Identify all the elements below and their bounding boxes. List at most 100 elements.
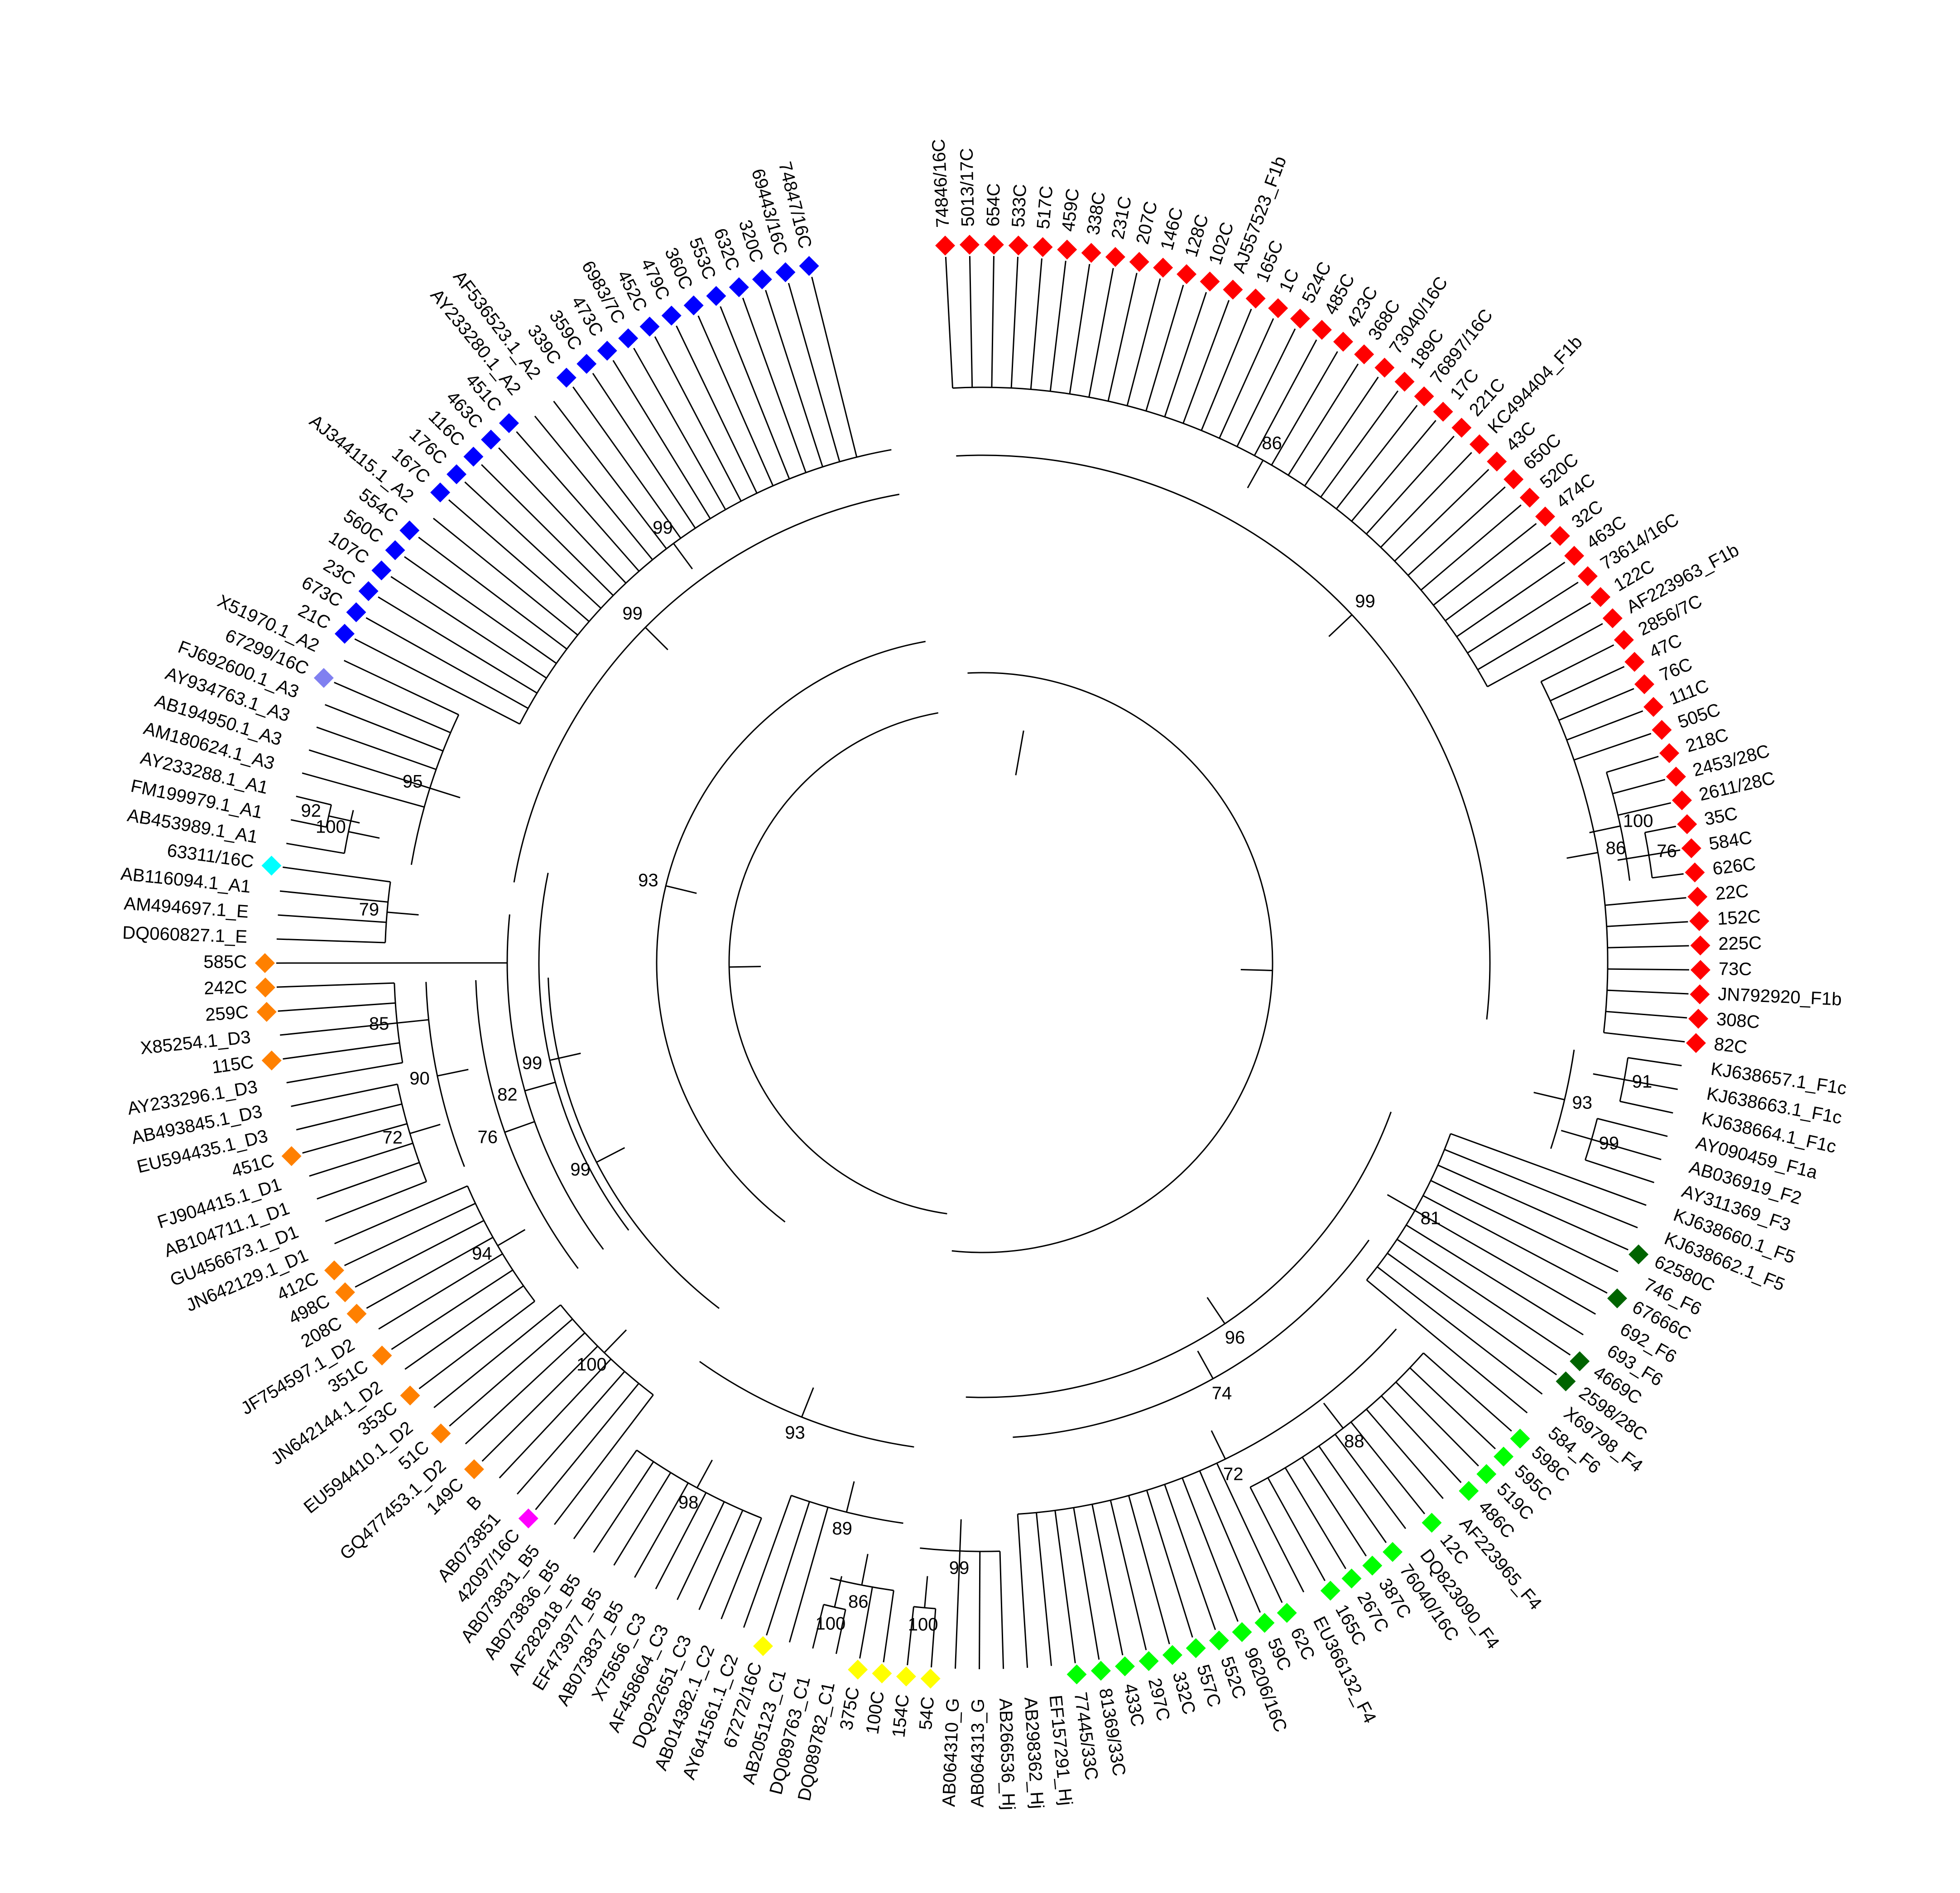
tip-branch bbox=[1624, 1079, 1678, 1090]
tip-branch bbox=[1487, 623, 1603, 688]
tip-marker bbox=[1459, 1481, 1479, 1501]
bootstrap-value: 89 bbox=[832, 1519, 852, 1539]
tip-label: X85254.1_D3 bbox=[139, 1027, 252, 1058]
tip-branch bbox=[859, 1587, 873, 1659]
tip-marker bbox=[499, 413, 519, 434]
tip-marker bbox=[1690, 935, 1710, 956]
clade-arc bbox=[951, 672, 1273, 1253]
tip-marker bbox=[1602, 608, 1623, 628]
clade-stem bbox=[429, 787, 461, 799]
tip-branch bbox=[1605, 897, 1686, 906]
tip-branch bbox=[1422, 1195, 1608, 1294]
tip-marker bbox=[324, 1260, 345, 1281]
tip-branch bbox=[633, 347, 726, 510]
tip-branch bbox=[698, 1510, 744, 1610]
bootstrap-value: 100 bbox=[816, 1614, 846, 1633]
tip-marker bbox=[872, 1663, 892, 1684]
tip-branch bbox=[1318, 1445, 1387, 1543]
clade-stem bbox=[596, 1147, 625, 1163]
tip-marker bbox=[1232, 1622, 1252, 1643]
clade-stem bbox=[497, 1229, 526, 1247]
tip-marker bbox=[1629, 1244, 1649, 1265]
tip-branch bbox=[1433, 523, 1537, 606]
tip-marker bbox=[1394, 371, 1415, 392]
tip-marker bbox=[399, 520, 420, 540]
bootstrap-value: 96 bbox=[1225, 1328, 1245, 1348]
bootstrap-value: 99 bbox=[1599, 1133, 1619, 1153]
tip-branch bbox=[811, 276, 858, 458]
tip-branch bbox=[325, 1181, 427, 1222]
tip-branch bbox=[498, 447, 627, 584]
tip-branch bbox=[404, 1285, 524, 1370]
tip-marker bbox=[597, 341, 617, 361]
tip-marker bbox=[556, 367, 576, 388]
tip-marker bbox=[1564, 546, 1585, 566]
tip-branch bbox=[280, 1022, 398, 1036]
tip-branch bbox=[290, 819, 327, 828]
clade-stem bbox=[409, 1123, 441, 1134]
tip-branch bbox=[308, 749, 430, 789]
bootstrap-value: 99 bbox=[1355, 591, 1375, 611]
bootstrap-value: 99 bbox=[570, 1160, 591, 1180]
tip-branch bbox=[1236, 328, 1296, 447]
clade-stem bbox=[1247, 460, 1264, 488]
bootstrap-value: 79 bbox=[359, 900, 380, 920]
tip-branch bbox=[1351, 420, 1436, 522]
tip-label: 22C bbox=[1715, 881, 1749, 904]
tip-branch bbox=[1558, 688, 1634, 721]
tip-branch bbox=[1088, 268, 1114, 398]
clade-stem bbox=[1617, 854, 1649, 861]
tip-branch bbox=[1550, 666, 1625, 702]
clade-arc bbox=[1644, 832, 1653, 878]
tip-branch bbox=[1146, 1490, 1193, 1638]
tip-branch bbox=[481, 464, 614, 596]
clade-stem bbox=[1197, 1350, 1214, 1379]
tip-marker bbox=[1690, 960, 1710, 980]
clade-stem bbox=[1328, 614, 1353, 637]
tip-marker bbox=[1057, 239, 1077, 260]
tip-marker bbox=[334, 624, 355, 644]
bootstrap-values: 9986861007691939981967488721009993899886… bbox=[301, 434, 1677, 1635]
tip-marker bbox=[1451, 418, 1472, 438]
tip-branch bbox=[743, 1495, 792, 1628]
tip-branch bbox=[344, 660, 459, 716]
tip-branch bbox=[448, 499, 590, 622]
tip-label: DQ060827.1_E bbox=[122, 923, 248, 947]
tip-branch bbox=[325, 704, 443, 752]
bootstrap-value: 93 bbox=[1572, 1093, 1592, 1113]
clade-arc bbox=[1585, 1118, 1598, 1161]
tip-branch bbox=[1467, 582, 1579, 654]
tip-branch bbox=[286, 1062, 403, 1084]
tip-label: 76C bbox=[1657, 654, 1695, 685]
tip-branch bbox=[655, 1492, 707, 1590]
tip-marker bbox=[1570, 1351, 1590, 1372]
tip-branch bbox=[1605, 1011, 1687, 1019]
clade-stem bbox=[1211, 1430, 1226, 1459]
tip-branch bbox=[433, 1304, 561, 1408]
clade-stem bbox=[1566, 852, 1598, 859]
tip-label: 63311/16C bbox=[166, 840, 255, 872]
tip-branch bbox=[1406, 1224, 1584, 1335]
tip-branch bbox=[1010, 256, 1019, 388]
tip-marker bbox=[1162, 1645, 1182, 1665]
tip-branch bbox=[1091, 1504, 1124, 1656]
clade-arc bbox=[1550, 1050, 1575, 1149]
tip-marker bbox=[1634, 674, 1655, 694]
tip-label: 1C bbox=[1275, 266, 1303, 295]
tip-label: 115C bbox=[211, 1052, 255, 1077]
tip-label: 5013/17C bbox=[957, 148, 978, 226]
tip-branch bbox=[279, 890, 388, 903]
tip-marker bbox=[1590, 587, 1611, 607]
tip-branch bbox=[1619, 1100, 1673, 1114]
tip-branch bbox=[278, 914, 387, 923]
tip-branch bbox=[742, 298, 807, 473]
bootstrap-value: 98 bbox=[678, 1493, 699, 1512]
tip-label: 654C bbox=[983, 183, 1004, 226]
tip-branch bbox=[283, 1042, 400, 1060]
bootstrap-value: 86 bbox=[1606, 838, 1626, 858]
tip-branch bbox=[1036, 1512, 1052, 1666]
bootstrap-value: 90 bbox=[409, 1069, 430, 1089]
clade-arc bbox=[956, 454, 1491, 1020]
tip-branch bbox=[309, 1142, 413, 1177]
